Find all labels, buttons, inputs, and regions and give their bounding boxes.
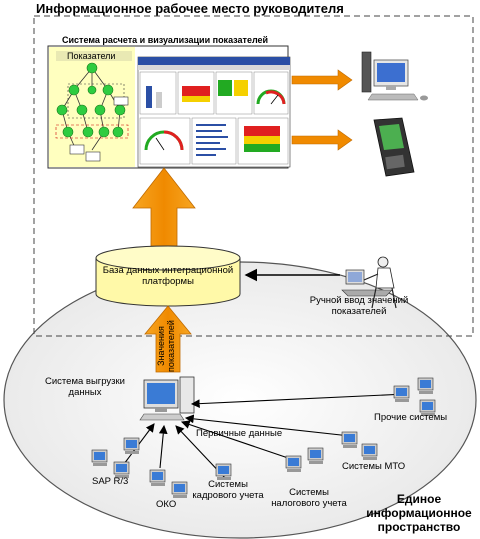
source-mto-label: Системы МТО [342, 461, 406, 472]
desktop-computer-icon [361, 51, 428, 101]
manual-input-line1: Ручной ввод значений [309, 295, 409, 306]
database-label-line1: База данных интеграционной [102, 265, 234, 276]
source-hr-label: Системы кадрового учета [186, 479, 270, 502]
export-system-line2: данных [68, 386, 102, 398]
arrow-export-to-db [144, 305, 192, 373]
screenshot-title: Система расчета и визуализации показател… [62, 35, 269, 45]
page-title: Информационное рабочее место руководител… [36, 1, 344, 16]
database-label-line2: платформы [142, 275, 194, 287]
pda-icon [373, 117, 415, 177]
source-other-label: Прочие системы [374, 412, 448, 423]
space-label-line2: информационное [366, 505, 472, 520]
space-label: Единое информационное пространство [358, 492, 480, 534]
space-label-line1: Единое [396, 492, 442, 506]
arrow-values-label: Значения показателей [156, 316, 177, 376]
manual-input-label: Ручной ввод значений показателей [306, 295, 412, 318]
source-tax-line2: налогового учета [271, 497, 347, 509]
source-tax-line1: Системы [289, 487, 329, 498]
source-hr-line2: кадрового учета [192, 489, 264, 501]
source-computers [91, 377, 436, 498]
source-tax-label: Системы налогового учета [264, 487, 354, 510]
tree-panel-label: Показатели [67, 51, 116, 61]
database-label: База данных интеграционной платформы [96, 265, 240, 288]
arrow-to-desktop [291, 69, 353, 91]
primary-data-label: Первичные данные [196, 428, 283, 439]
source-sap-label: SAP R/3 [92, 476, 129, 487]
source-hr-line1: Системы [208, 479, 248, 490]
arrow-values-line1: Значения [156, 326, 166, 366]
export-system-line1: Система выгрузки [45, 376, 125, 387]
operator-icon [341, 256, 397, 309]
export-system-computer-icon [139, 376, 195, 421]
space-label-line3: пространство [377, 519, 461, 534]
arrow-values-line2: показателей [166, 320, 177, 372]
database-cylinder [95, 245, 241, 307]
export-system-label: Система выгрузки данных [40, 376, 130, 399]
arrow-to-pda [291, 129, 353, 151]
source-oko-label: ОКО [156, 499, 177, 510]
screenshot-composite [47, 45, 291, 169]
manual-input-line2: показателей [331, 305, 387, 317]
arrow-db-to-dashboard [132, 167, 196, 247]
